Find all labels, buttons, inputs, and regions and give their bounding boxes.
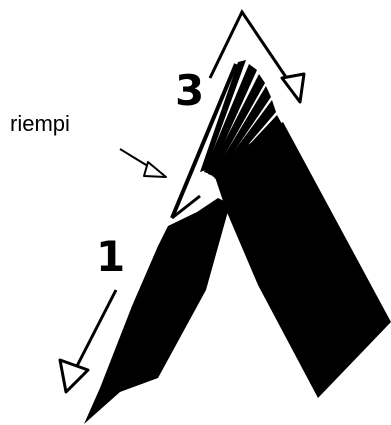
- arrow-fill: [120, 149, 166, 177]
- step-3-label: 3: [175, 70, 204, 112]
- fill-label: riempi: [10, 113, 70, 135]
- step-1-label: 1: [96, 236, 125, 278]
